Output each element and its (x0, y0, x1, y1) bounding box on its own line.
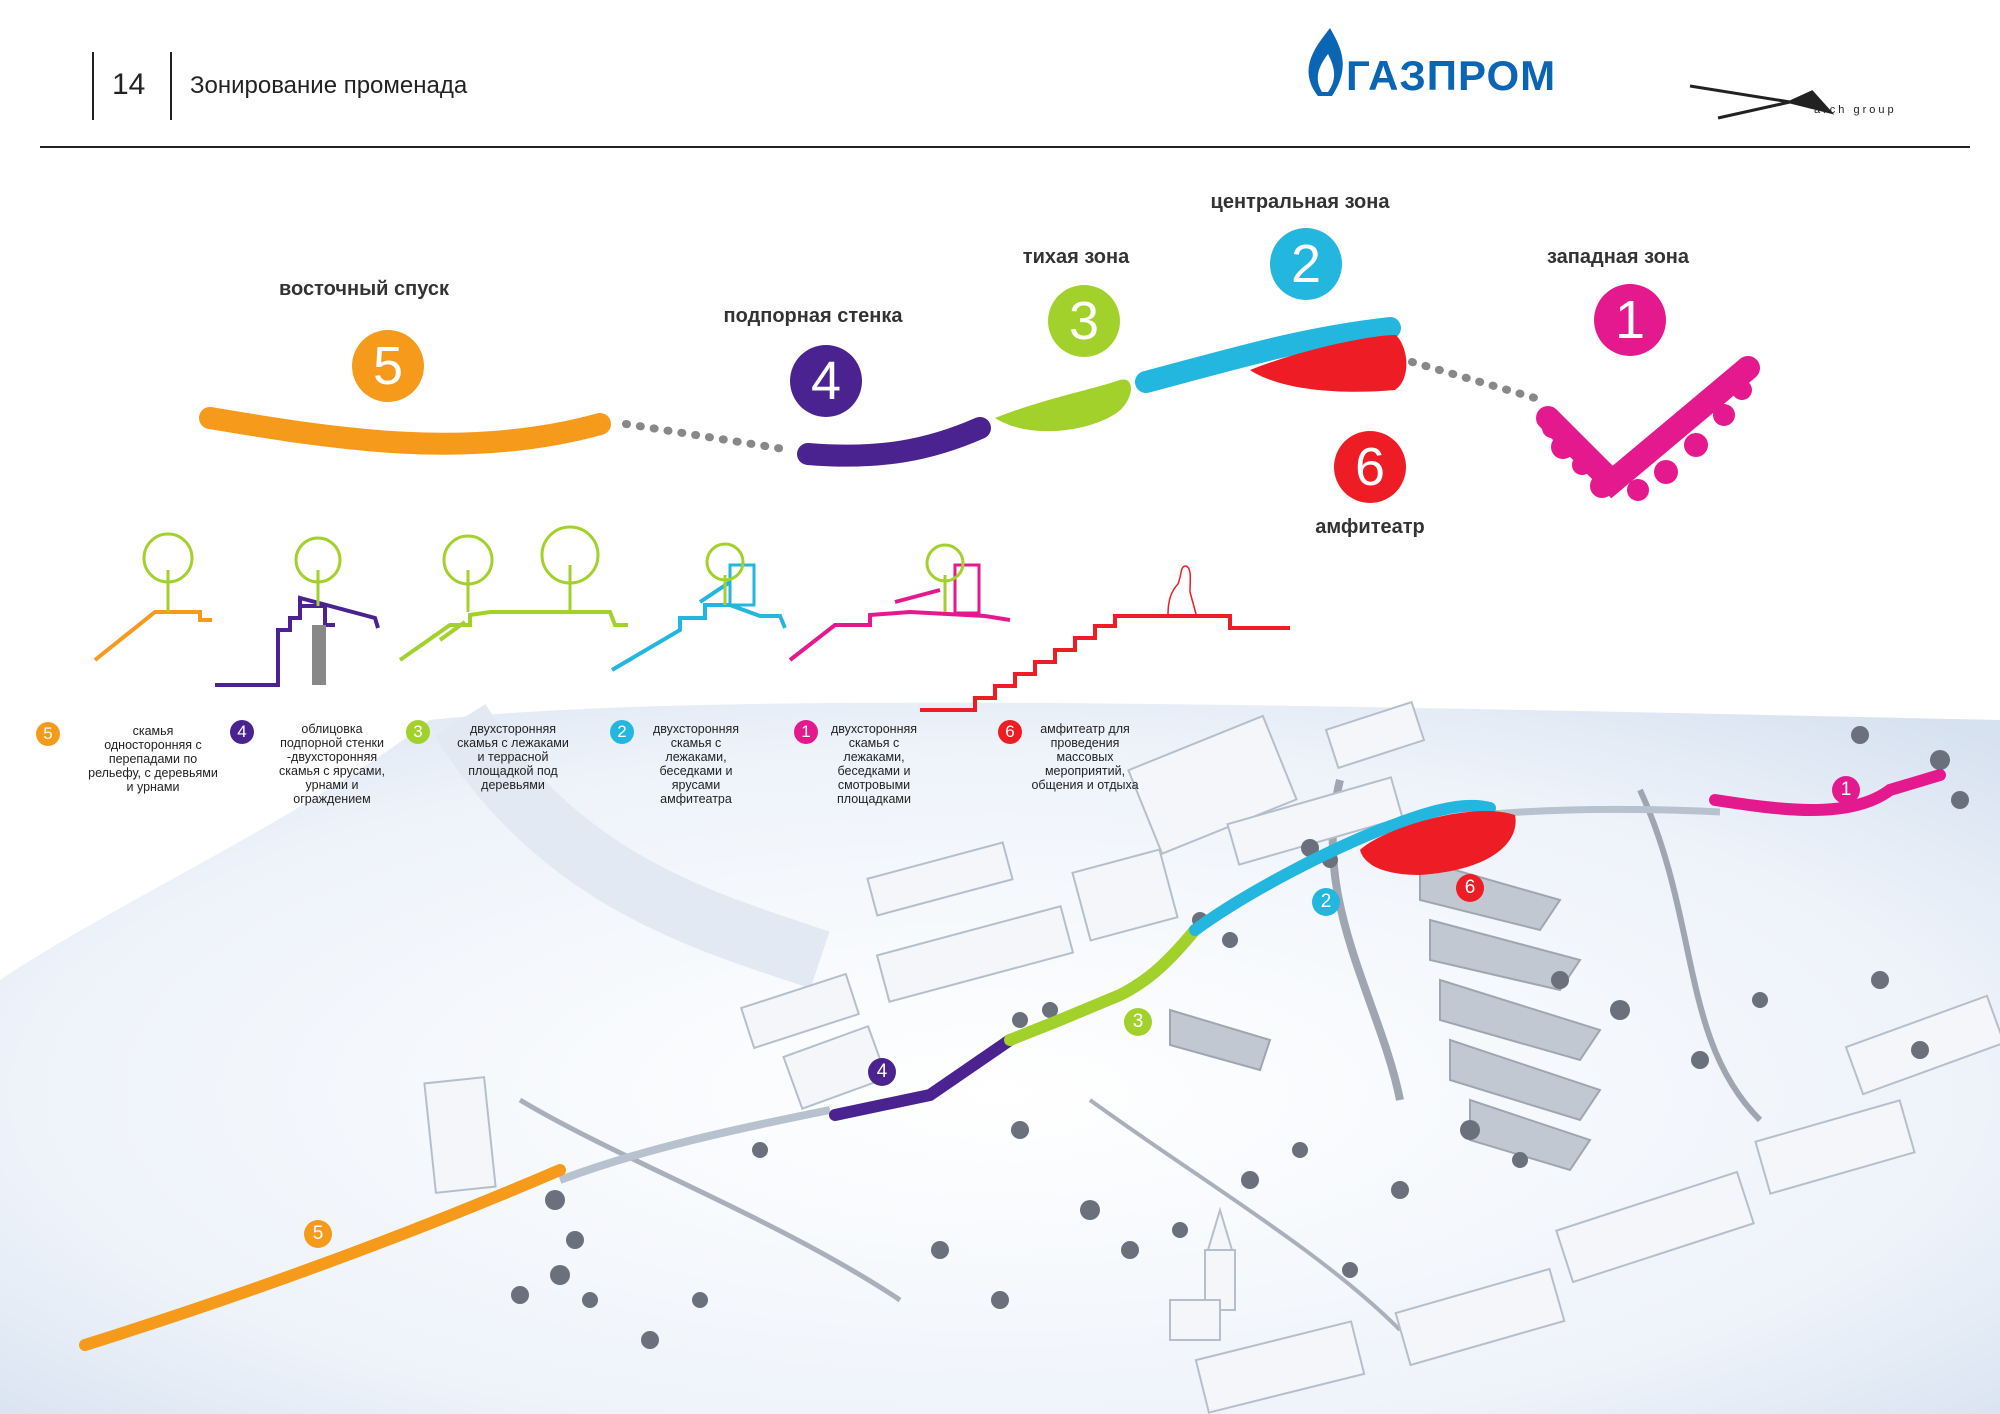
map-badge-4: 4 (868, 1058, 896, 1086)
map-route-zone1 (1709, 769, 1946, 816)
section-zone5 (93, 532, 212, 662)
dots-5-4 (622, 420, 794, 454)
page-number: 14 (112, 68, 146, 101)
zone-title-1: западная зона (1547, 246, 1689, 268)
map-route-zone2 (1189, 799, 1496, 936)
section-zone6 (920, 565, 1290, 712)
zone1-bumps (1542, 380, 1752, 501)
zone-badge-2: 2 (1270, 228, 1342, 300)
legend-badge-5: 5 (36, 722, 60, 746)
section-zone3 (398, 525, 628, 662)
map-route-zone4 (829, 1034, 1016, 1121)
segment-zone6 (1250, 335, 1407, 392)
legend-badge-6: 6 (998, 720, 1022, 744)
aerial-map (0, 700, 2000, 1414)
legend-badge-4: 4 (230, 720, 254, 744)
map-badge-5: 5 (304, 1220, 332, 1248)
map-route-zone5 (79, 1164, 566, 1351)
segment-zone4 (797, 417, 991, 467)
section-zone2 (610, 542, 787, 672)
zone-title-2: центральная зона (1210, 191, 1390, 213)
map-badge-3: 3 (1124, 1008, 1152, 1036)
section-zone1 (788, 543, 1011, 662)
zone-title-4: подпорная стенка (723, 305, 903, 327)
page-title: Зонирование променада (190, 72, 468, 99)
map-route-zone3 (1004, 924, 1201, 1046)
zone-title-6: амфитеатр (1315, 516, 1425, 538)
section-sketches (93, 525, 1290, 712)
map-badge-1: 1 (1832, 776, 1860, 804)
map-badge-6: 6 (1456, 874, 1484, 902)
buildings (423, 700, 2000, 1414)
legend-badge-1: 1 (794, 720, 818, 744)
section-zone4 (215, 536, 380, 687)
church-icon (1169, 1206, 1236, 1341)
segment-zone3 (995, 379, 1132, 432)
terraces (1169, 858, 1602, 1172)
arch-group-text: arch group (1814, 104, 1897, 116)
map-amphitheatre-zone6 (1360, 810, 1516, 875)
zone-badge-3: 3 (1048, 285, 1120, 357)
zone-title-3: тихая зона (1022, 246, 1130, 268)
header-divider-right (170, 52, 172, 120)
map-route (79, 769, 1946, 1351)
segment-zone5 (199, 407, 611, 455)
map-trees (511, 726, 1969, 1349)
map-badge-2: 2 (1312, 888, 1340, 916)
zone-badge-5: 5 (352, 330, 424, 402)
dots-2-1 (1408, 358, 1539, 402)
header-rule (40, 146, 1970, 148)
arch-group-logo-icon (1689, 84, 1835, 120)
segment-zone2 (1135, 317, 1401, 393)
zone-badge-6: 6 (1334, 431, 1406, 503)
zone-badge-1: 1 (1594, 284, 1666, 356)
zone-badge-4: 4 (790, 345, 862, 417)
legend-badge-2: 2 (610, 720, 634, 744)
legend-badge-3: 3 (406, 720, 430, 744)
gazprom-logo-icon (1308, 28, 1343, 96)
zone-title-5: восточный спуск (279, 278, 449, 300)
header-divider-left (92, 52, 94, 120)
gazprom-brand-text: ГАЗПРОМ (1346, 52, 1557, 99)
schematic-path (199, 317, 1760, 499)
